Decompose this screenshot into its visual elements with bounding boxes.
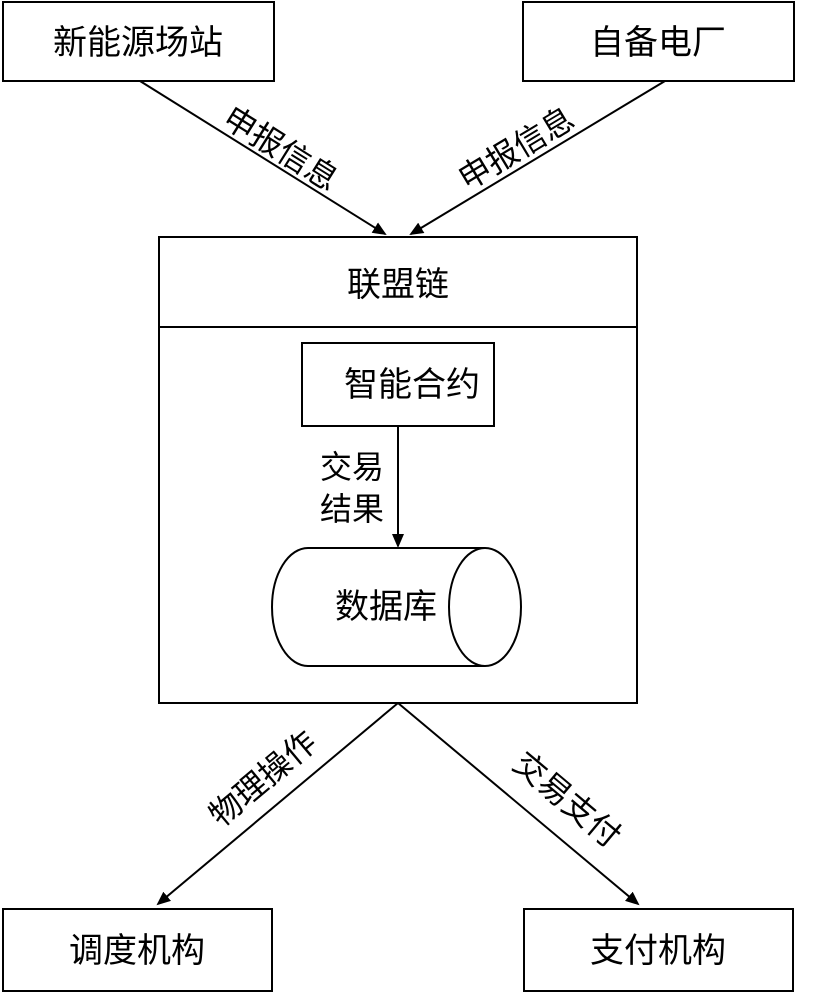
dispatch-agency-node: 调度机构	[2, 908, 273, 992]
edge-label-trade-result-line1: 交易	[320, 448, 384, 486]
self-power-plant-node: 自备电厂	[522, 1, 795, 82]
consortium-chain-label: 联盟链	[347, 265, 449, 305]
payment-agency-node: 支付机构	[523, 908, 794, 992]
self-power-plant-label: 自备电厂	[590, 23, 726, 63]
arrow-chain-to-payment	[397, 702, 640, 906]
arrow-plant-to-chain	[409, 80, 666, 236]
payment-agency-label: 支付机构	[590, 931, 726, 971]
smart-contract-node: 智能合约	[301, 342, 495, 427]
edge-label-physical-operation: 物理操作	[202, 723, 324, 834]
edge-label-report-right: 申报信息	[452, 99, 581, 198]
edge-label-trade-result-line2: 结果	[320, 490, 384, 528]
arrow-chain-to-dispatch	[156, 702, 399, 906]
dispatch-agency-label: 调度机构	[69, 931, 205, 971]
database-node: 数据库	[271, 547, 522, 667]
smart-contract-label: 智能合约	[344, 365, 480, 405]
edge-label-trade-payment: 交易支付	[506, 744, 628, 855]
edge-label-report-left: 申报信息	[216, 99, 345, 199]
database-label: 数据库	[335, 587, 437, 627]
new-energy-station-node: 新能源场站	[2, 1, 275, 82]
new-energy-station-label: 新能源场站	[53, 23, 223, 63]
arrow-station-to-chain	[139, 80, 387, 236]
